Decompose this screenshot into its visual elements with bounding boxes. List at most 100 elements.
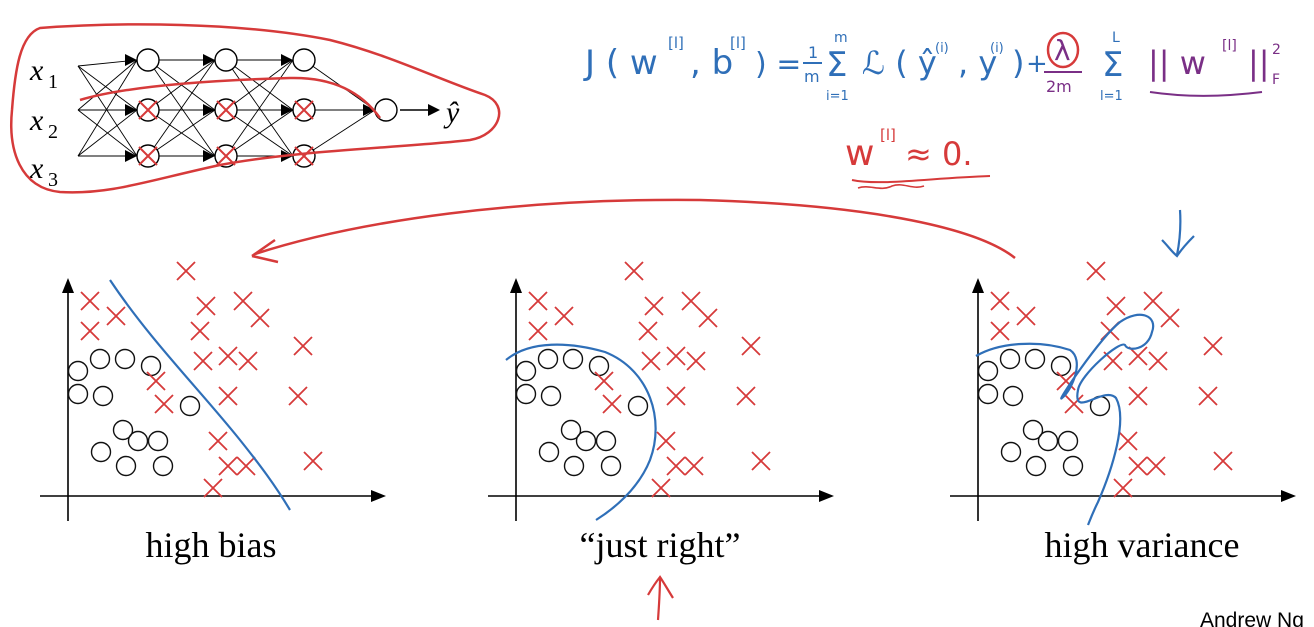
network-edge (77, 59, 138, 111)
sum-lower-1: i=1 (826, 89, 849, 104)
network-edge (225, 59, 294, 157)
norm-term: || w (1148, 44, 1206, 82)
plot-label-just-right: “just right” (580, 525, 741, 565)
loss-y: , y (958, 44, 997, 82)
x-axis-arrowhead-icon (1281, 490, 1296, 502)
negative-example-point (1024, 348, 1046, 370)
variance-to-bias-arrow (254, 198, 1016, 259)
positive-example-cross (1113, 478, 1133, 498)
positive-example-cross (250, 308, 270, 328)
negative-example-point (1037, 430, 1059, 452)
edge-arrowhead-icon (125, 150, 137, 162)
norm-sup: [l] (1222, 38, 1237, 54)
positive-example-cross (1160, 308, 1180, 328)
dropped-unit-cross (294, 100, 314, 120)
hidden-unit (136, 48, 160, 72)
positive-example-cross (1118, 431, 1138, 451)
negative-example-point (1062, 455, 1084, 477)
variance-to-bias-arrowhead-icon (251, 238, 279, 264)
network-edge (225, 109, 294, 157)
y-axis-arrowhead-icon (62, 278, 74, 293)
hidden-unit (214, 48, 238, 72)
negative-example-point (515, 360, 537, 382)
input-label-x2: x (29, 104, 44, 137)
sum-upper-1: m (834, 30, 848, 46)
positive-example-cross (1016, 306, 1036, 326)
negative-example-point (90, 441, 112, 463)
network-enclosure-inner-stroke (79, 76, 382, 119)
red-up-arrow-icon (647, 575, 674, 621)
decision-boundary (109, 279, 291, 511)
network-enclosure-outline (10, 23, 501, 194)
positive-example-cross (698, 308, 718, 328)
positive-example-cross (303, 451, 323, 471)
negative-example-point (114, 348, 136, 370)
negative-example-point (540, 385, 562, 407)
approx-sup: [l] (880, 126, 896, 144)
hidden-unit (292, 48, 316, 72)
cost-lhs: J ( w (583, 43, 658, 83)
edge-arrowhead-icon (281, 104, 293, 116)
network-edge (147, 59, 216, 157)
positive-example-cross (741, 336, 761, 356)
cost-lhs-sup: [l] (668, 34, 684, 52)
positive-example-cross (751, 451, 771, 471)
decision-boundary-plots (40, 261, 1296, 526)
negative-example-point (1057, 430, 1079, 452)
positive-example-cross (1148, 351, 1168, 371)
positive-example-cross (666, 346, 686, 366)
negative-example-point (627, 395, 649, 417)
positive-example-cross (208, 431, 228, 451)
input-label-x3: x (29, 152, 44, 185)
positive-example-cross (528, 291, 548, 311)
negative-example-point (147, 430, 169, 452)
plot-high-variance (950, 261, 1296, 526)
sum-upper-2: L (1112, 30, 1120, 46)
negative-example-point (560, 419, 582, 441)
cost-b-sup: [l] (730, 34, 746, 52)
frac-den-1: m (804, 67, 820, 86)
blue-down-arrow-icon (1161, 209, 1195, 258)
positive-example-cross (1128, 386, 1148, 406)
negative-example-point (115, 455, 137, 477)
negative-example-point (89, 348, 111, 370)
negative-example-point (999, 348, 1021, 370)
edge-arrowhead-icon (125, 104, 137, 116)
sum-lower-2: l=1 (1100, 89, 1123, 104)
negative-example-point (563, 455, 585, 477)
positive-example-cross (196, 296, 216, 316)
negative-example-point (67, 360, 89, 382)
positive-example-cross (1128, 346, 1148, 366)
negative-example-point (1022, 419, 1044, 441)
negative-example-point (1000, 441, 1022, 463)
positive-example-cross (684, 456, 704, 476)
edge-arrowhead-icon (203, 54, 215, 66)
lambda-symbol: λ (1054, 34, 1071, 67)
positive-example-cross (602, 394, 622, 414)
approx-w: w (845, 133, 874, 174)
plot-just-right (488, 261, 834, 521)
plot-label-high-variance: high variance (1045, 525, 1240, 565)
positive-example-cross (176, 261, 196, 281)
plus-sign: + (1026, 49, 1048, 79)
positive-example-cross (656, 431, 676, 451)
network-edge (77, 109, 138, 157)
cost-function-annotation: J ( w [l] , b [l] ) = 1 m m Σ i=1 ℒ ( ŷ … (583, 30, 1048, 104)
plot-label-high-bias: high bias (146, 525, 277, 565)
positive-example-cross (1213, 451, 1233, 471)
positive-example-cross (1086, 261, 1106, 281)
approx-rest: ≈ 0. (905, 135, 973, 173)
negative-example-point (537, 348, 559, 370)
norm-sup2: 2 (1272, 42, 1281, 58)
positive-example-cross (1198, 386, 1218, 406)
input-subscript-2: 2 (48, 121, 58, 143)
network-edge (303, 109, 376, 157)
negative-example-point (152, 455, 174, 477)
loss-close: ) (1012, 44, 1024, 82)
positive-example-cross (218, 346, 238, 366)
edge-arrowhead-icon (281, 54, 293, 66)
dropped-unit-crosses (138, 100, 314, 166)
positive-example-cross (686, 351, 706, 371)
positive-example-cross (80, 291, 100, 311)
regularization-term: λ 2m L Σ l=1 || w [l] || 2 F (1044, 30, 1281, 104)
